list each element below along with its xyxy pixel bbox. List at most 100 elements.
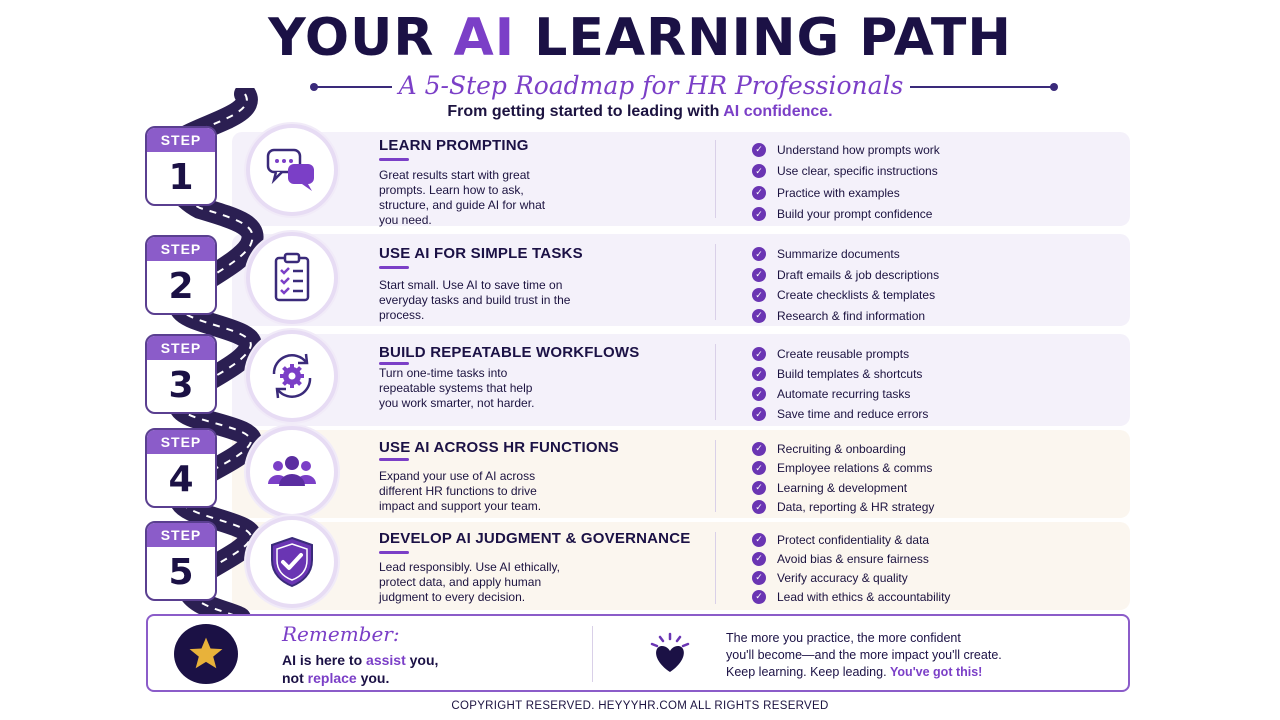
check-icon: ✓ [752, 247, 766, 262]
check-item: ✓Verify accuracy & quality [752, 568, 950, 587]
check-item: ✓Learning & development [752, 478, 934, 498]
step-card-1 [232, 132, 1130, 226]
step-badge-label: STEP [147, 128, 215, 152]
step-badge-1: STEP 1 [145, 126, 217, 206]
check-icon: ✓ [752, 387, 766, 401]
check-item: ✓Save time and reduce errors [752, 404, 928, 424]
subtitle-dot-right [1050, 83, 1058, 91]
check-icon: ✓ [752, 267, 766, 282]
step-badge-label: STEP [147, 523, 215, 547]
check-icon: ✓ [752, 407, 766, 421]
page-subtitle: A 5-Step Roadmap for HR Professionals [398, 71, 904, 100]
step-underline [379, 158, 409, 161]
step-badge-number: 5 [168, 552, 194, 593]
check-item: ✓Employee relations & comms [752, 459, 934, 479]
check-item: ✓Lead with ethics & accountability [752, 587, 950, 606]
card-divider [715, 440, 716, 512]
check-icon: ✓ [752, 207, 766, 222]
team-people-icon [246, 426, 338, 518]
check-item: ✓Build your prompt confidence [752, 204, 940, 226]
step-title-2: USE AI FOR SIMPLE TASKS [379, 245, 583, 262]
step-badge-2: STEP 2 [145, 235, 217, 315]
step-badge-label: STEP [147, 430, 215, 454]
step-badge-number: 4 [168, 459, 194, 500]
step-title-3: BUILD REPEATABLE WORKFLOWS [379, 344, 640, 361]
step-checklist-4: ✓Recruiting & onboarding ✓Employee relat… [752, 439, 934, 517]
check-item: ✓Automate recurring tasks [752, 384, 928, 404]
check-icon: ✓ [752, 308, 766, 323]
step-badge-number: 1 [168, 157, 194, 198]
step-checklist-2: ✓Summarize documents ✓Draft emails & job… [752, 244, 939, 326]
step-badge-number: 2 [168, 266, 194, 307]
check-icon: ✓ [752, 461, 766, 476]
card-divider [715, 244, 716, 320]
step-badge-4: STEP 4 [145, 428, 217, 508]
check-item: ✓Avoid bias & ensure fairness [752, 549, 950, 568]
step-card-2 [232, 234, 1130, 326]
subtitle-rule-right [910, 86, 1055, 88]
step-checklist-3: ✓Create reusable prompts ✓Build template… [752, 344, 928, 424]
remember-line-1: AI is here to assist you, [282, 652, 439, 668]
check-item: ✓Practice with examples [752, 182, 940, 204]
chat-bubbles-icon [246, 124, 338, 216]
step-underline [379, 551, 409, 554]
check-icon: ✓ [752, 500, 766, 515]
step-card-4 [232, 430, 1130, 518]
subtitle-rule-left [312, 86, 392, 88]
step-card-5 [232, 522, 1130, 610]
check-icon: ✓ [752, 589, 766, 604]
step-badge-3: STEP 3 [145, 334, 217, 414]
step-description-4: Expand your use of AI across different H… [379, 469, 542, 513]
step-title-4: USE AI ACROSS HR FUNCTIONS [379, 439, 619, 456]
check-item: ✓Use clear, specific instructions [752, 161, 940, 183]
step-badge-number: 3 [168, 365, 194, 406]
step-description-2: Start small. Use AI to save time on ever… [379, 278, 571, 322]
step-description-1: Great results start with great prompts. … [379, 168, 546, 227]
copyright-footer: COPYRIGHT RESERVED. HEYYYHR.COM ALL RIGH… [451, 700, 829, 712]
step-underline [379, 362, 409, 365]
check-icon: ✓ [752, 185, 766, 200]
tagline: From getting started to leading with AI … [447, 103, 833, 120]
remember-line-2: not replace you. [282, 670, 390, 686]
step-badge-label: STEP [147, 336, 215, 360]
step-underline [379, 266, 409, 269]
heart-icon [650, 632, 690, 672]
check-icon: ✓ [752, 142, 766, 157]
check-icon: ✓ [752, 164, 766, 179]
page-title: YOUR AI LEARNING PATH [268, 8, 1012, 68]
check-item: ✓Protect confidentiality & data [752, 530, 950, 549]
check-icon: ✓ [752, 347, 766, 361]
shield-check-icon [246, 516, 338, 608]
clipboard-checklist-icon [246, 232, 338, 324]
check-item: ✓Understand how prompts work [752, 139, 940, 161]
subtitle-row: A 5-Step Roadmap for HR Professionals [0, 68, 1280, 104]
check-item: ✓Recruiting & onboarding [752, 439, 934, 459]
check-item: ✓Data, reporting & HR strategy [752, 498, 934, 518]
check-item: ✓Research & find information [752, 306, 939, 327]
step-checklist-5: ✓Protect confidentiality & data ✓Avoid b… [752, 530, 950, 606]
check-icon: ✓ [752, 570, 766, 585]
step-badge-5: STEP 5 [145, 521, 217, 601]
step-description-3: Turn one-time tasks into repeatable syst… [379, 366, 535, 410]
closing-message: The more you practice, the more confiden… [726, 631, 1002, 679]
step-title-1: LEARN PROMPTING [379, 137, 529, 154]
step-underline [379, 458, 409, 461]
check-icon: ✓ [752, 480, 766, 495]
check-icon: ✓ [752, 288, 766, 303]
check-item: ✓Draft emails & job descriptions [752, 265, 939, 286]
check-icon: ✓ [752, 367, 766, 381]
remember-title: Remember: [282, 622, 400, 646]
step-title-5: DEVELOP AI JUDGMENT & GOVERNANCE [379, 530, 691, 547]
check-item: ✓Summarize documents [752, 244, 939, 265]
gear-cycle-icon [246, 330, 338, 422]
check-icon: ✓ [752, 532, 766, 547]
step-badge-label: STEP [147, 237, 215, 261]
step-checklist-1: ✓Understand how prompts work ✓Use clear,… [752, 139, 940, 225]
card-divider [715, 532, 716, 604]
card-divider [715, 140, 716, 218]
check-icon: ✓ [752, 441, 766, 456]
card-divider [715, 344, 716, 420]
remember-box: Remember: AI is here to assist you, not … [146, 614, 1130, 692]
step-card-3 [232, 334, 1130, 426]
check-item: ✓Create reusable prompts [752, 344, 928, 364]
